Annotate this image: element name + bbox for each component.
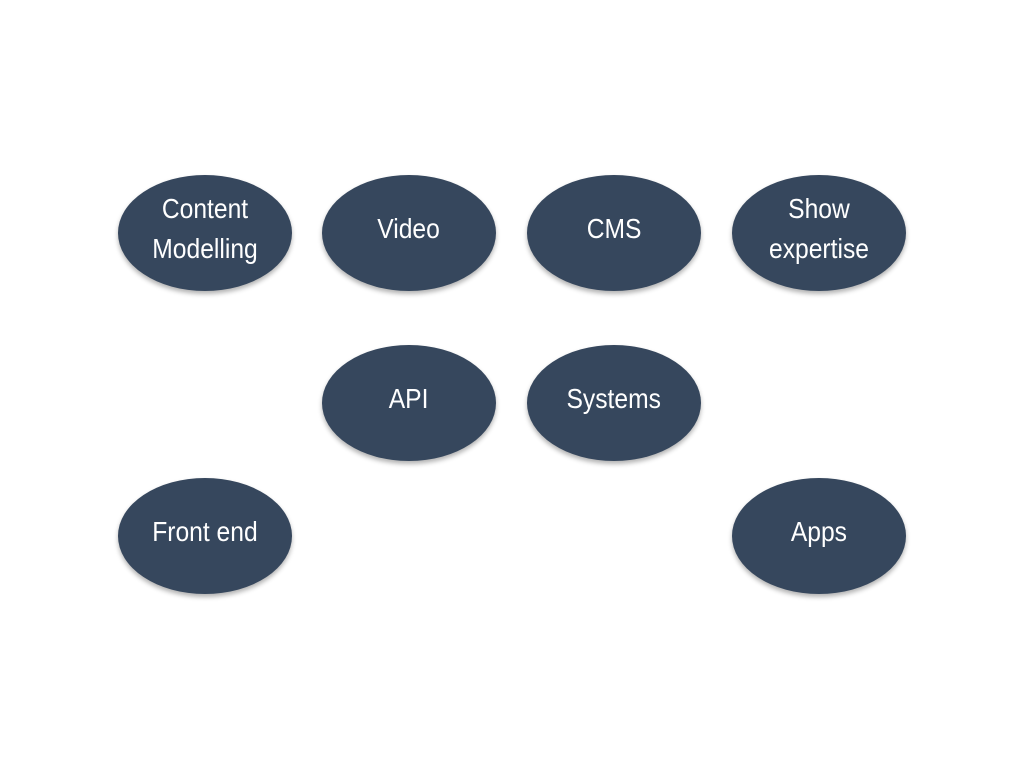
node-content-modelling: Content Modelling <box>118 175 292 291</box>
node-show-expertise: Show expertise <box>732 175 906 291</box>
node-label-systems: Systems <box>566 383 662 414</box>
node-label-apps: Apps <box>790 516 848 547</box>
node-systems: Systems <box>527 345 701 461</box>
node-cms: CMS <box>527 175 701 291</box>
node-label-front-end: Front end <box>152 516 258 547</box>
node-label-cms: CMS <box>586 213 642 244</box>
node-video: Video <box>322 175 496 291</box>
node-label-api: API <box>389 383 429 414</box>
node-label-video: Video <box>377 213 441 244</box>
node-label-show-expertise: Show expertise <box>769 193 869 264</box>
node-apps: Apps <box>732 478 906 594</box>
node-label-content-modelling: Content Modelling <box>152 193 258 264</box>
node-api: API <box>322 345 496 461</box>
node-front-end: Front end <box>118 478 292 594</box>
